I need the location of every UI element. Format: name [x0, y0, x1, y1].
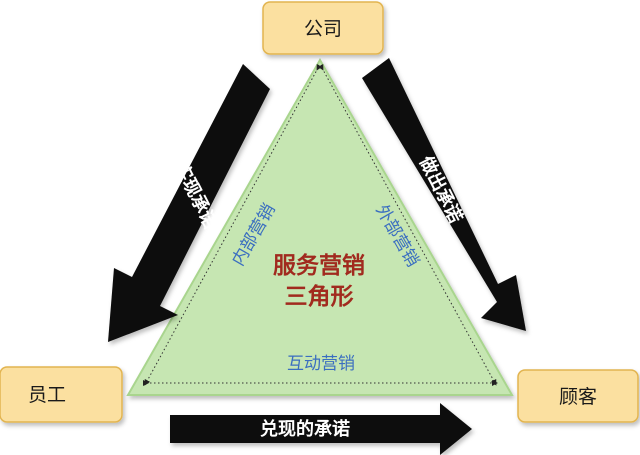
- node-company: 公司: [262, 1, 384, 55]
- node-customer: 顾客: [517, 369, 639, 423]
- node-customer-label: 顾客: [559, 386, 597, 408]
- edge-interactive-marketing-label: 互动营销: [287, 354, 355, 374]
- node-employee: 员工: [0, 366, 123, 423]
- node-company-label: 公司: [304, 18, 342, 40]
- node-employee-label: 员工: [28, 384, 66, 406]
- arrow-realize-promise: 实现承诺: [108, 64, 270, 342]
- arrow-deliver-promise-label: 兑现的承诺: [260, 418, 350, 440]
- arrow-deliver-promise: 兑现的承诺: [170, 403, 472, 455]
- arrow-make-promise-label: 做出承诺: [414, 152, 467, 227]
- center-title-line1: 服务营销: [273, 253, 365, 279]
- arrow-deliver-promise-shape: [170, 403, 472, 455]
- center-title-line2: 三角形: [285, 283, 354, 310]
- arrow-make-promise-shape: [362, 58, 526, 331]
- arrow-realize-promise-shape: [108, 64, 270, 342]
